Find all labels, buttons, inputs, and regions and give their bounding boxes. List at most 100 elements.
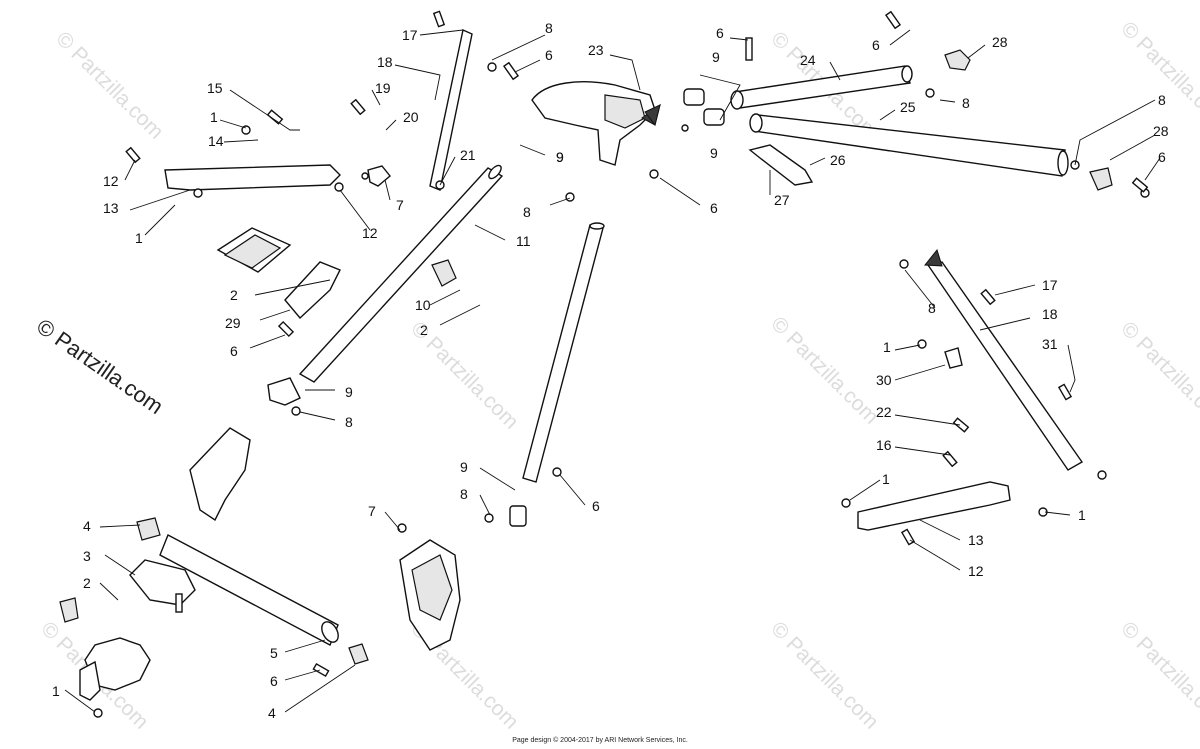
callout: 8 — [962, 95, 970, 111]
callout: 25 — [900, 99, 916, 115]
callout: 1 — [135, 230, 143, 246]
callout: 24 — [800, 52, 816, 68]
callout: 18 — [1042, 306, 1058, 322]
callout: 8 — [523, 204, 531, 220]
callout: 7 — [396, 197, 404, 213]
callout: 12 — [968, 563, 984, 579]
pointer-arrow-upper — [644, 104, 661, 127]
callout: 29 — [225, 315, 241, 331]
callout: 23 — [588, 42, 604, 58]
watermark: © Partzilla.com — [766, 617, 882, 733]
clamp-9-lower-left — [267, 377, 301, 406]
callout: 6 — [1158, 149, 1166, 165]
callout: 2 — [83, 575, 91, 591]
callout: 13 — [103, 200, 119, 216]
callout: 1 — [52, 683, 60, 699]
strap-18-left — [429, 29, 473, 191]
watermark: © Partzilla.com — [1116, 17, 1200, 133]
callout: 28 — [1153, 123, 1169, 139]
callout: 12 — [103, 173, 119, 189]
callout: 17 — [402, 27, 418, 43]
watermark: © Partzilla.com — [1116, 617, 1200, 733]
callout: 19 — [375, 80, 391, 96]
callout: 5 — [270, 645, 278, 661]
callout: 30 — [876, 372, 892, 388]
motor-assembly — [59, 597, 151, 701]
callout-labels: 17 8 6 23 6 9 6 24 28 15 18 19 20 1 14 9… — [52, 20, 1169, 721]
callout: 7 — [368, 503, 376, 519]
callout: 2 — [230, 287, 238, 303]
callout: 8 — [345, 414, 353, 430]
callout: 22 — [876, 404, 892, 420]
side-watermark: © Partzilla.com — [32, 314, 168, 420]
callout: 27 — [774, 192, 790, 208]
end-caps-28 — [944, 49, 1113, 191]
callout: 1 — [882, 471, 890, 487]
callout: 26 — [830, 152, 846, 168]
bracket-13-right — [857, 481, 1011, 531]
crossbar-5 — [159, 534, 339, 646]
callout: 3 — [83, 548, 91, 564]
frame-bracket-left — [189, 427, 251, 522]
callout: 21 — [460, 147, 476, 163]
frame-center — [399, 539, 461, 651]
leader-lines — [64, 29, 1161, 713]
watermark: © Partzilla.com — [51, 27, 167, 143]
fasteners — [93, 10, 1150, 718]
callout: 8 — [1158, 92, 1166, 108]
clip-4-lower — [348, 643, 369, 665]
callout: 1 — [210, 109, 218, 125]
pointer-arrow-right — [924, 248, 943, 267]
callout: 15 — [207, 80, 223, 96]
callout: 20 — [403, 109, 419, 125]
vertical-tube — [522, 222, 605, 483]
callout: 2 — [420, 322, 428, 338]
diagonal-tube-11 — [298, 164, 504, 383]
callout: 6 — [270, 673, 278, 689]
callout: 10 — [415, 297, 431, 313]
upper-tube-24 — [730, 65, 913, 110]
callout: 9 — [712, 49, 720, 65]
callout: 17 — [1042, 277, 1058, 293]
callout: 6 — [872, 37, 880, 53]
callout: 16 — [876, 437, 892, 453]
callout: 1 — [1078, 507, 1086, 523]
callout: 31 — [1042, 336, 1058, 352]
callout: 8 — [928, 300, 936, 316]
callout: 9 — [710, 145, 718, 161]
callout: 28 — [992, 34, 1008, 50]
callout: 6 — [710, 200, 718, 216]
callout: 8 — [460, 486, 468, 502]
callout: 9 — [556, 149, 564, 165]
callout: 9 — [460, 459, 468, 475]
callout: 14 — [208, 133, 224, 149]
upper-mount-23 — [531, 81, 661, 166]
watermark: © Partzilla.com — [1116, 317, 1200, 433]
callout: 8 — [545, 20, 553, 36]
clamp-9-lower — [509, 505, 527, 527]
upper-tube-25 — [749, 113, 1069, 177]
callout: 12 — [362, 225, 378, 241]
clip-30 — [944, 347, 963, 369]
bracket-26 — [748, 144, 814, 186]
callout: 13 — [968, 532, 984, 548]
callout: 9 — [345, 384, 353, 400]
watermark: © Partzilla.com — [766, 312, 882, 428]
clamp-7-upper — [367, 165, 391, 187]
clip-10 — [431, 259, 457, 287]
callout: 1 — [883, 339, 891, 355]
callout: 6 — [716, 25, 724, 41]
callout: 6 — [545, 47, 553, 63]
callout: 11 — [516, 233, 531, 249]
callout: 9 — [556, 149, 564, 165]
callout: 6 — [230, 343, 238, 359]
tube-caps-upper — [683, 88, 725, 126]
module-assembly — [216, 227, 341, 320]
footer-credit: Page design © 2004-2017 by ARI Network S… — [512, 737, 688, 744]
callout: 4 — [83, 518, 91, 534]
bracket-13-left — [164, 164, 341, 191]
callout: 4 — [268, 705, 276, 721]
callout: 6 — [592, 498, 600, 514]
clip-4-upper — [136, 517, 161, 541]
